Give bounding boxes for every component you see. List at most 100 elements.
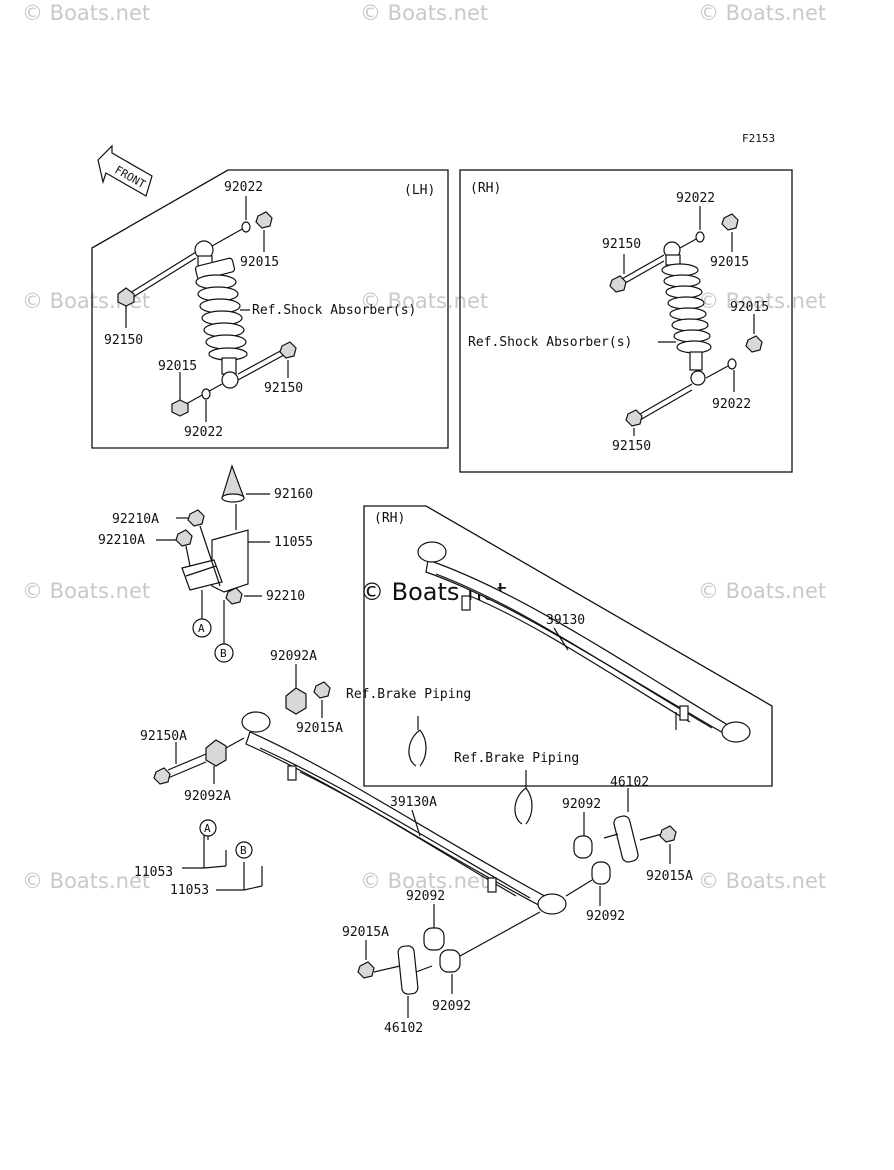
shock-absorber-lh xyxy=(194,240,248,389)
label-92015a: 92015A xyxy=(296,721,343,736)
washer-92022 xyxy=(727,358,737,370)
marker-a-label: A xyxy=(204,822,211,835)
label-92015: 92015 xyxy=(240,255,279,270)
rh-side-label: (RH) xyxy=(470,181,501,196)
nut-92015 xyxy=(721,213,739,231)
label-92015: 92015 xyxy=(158,359,197,374)
bolt-92150a xyxy=(153,753,207,785)
label-92210a: 92210A xyxy=(98,533,145,548)
rh-spring-panel: (RH) 39130 xyxy=(363,505,773,787)
shock-absorber-rh xyxy=(661,241,712,386)
label-92092a: 92092A xyxy=(184,789,231,804)
marker-a-label: A xyxy=(198,622,205,635)
nut-92210a xyxy=(187,509,205,527)
label-39130: 39130 xyxy=(546,613,585,628)
shock-spring-coils xyxy=(195,274,248,361)
label-92092: 92092 xyxy=(562,797,601,812)
lh-shock-panel: (LH) Ref.Shock Absorber(s) xyxy=(91,169,449,449)
label-92160: 92160 xyxy=(274,487,313,502)
rh-shock-panel: (RH) Ref.Shock Absorber(s) xyxy=(459,169,793,473)
watermark: © Boats.net xyxy=(360,869,488,893)
label-92015: 92015 xyxy=(710,255,749,270)
bushing-92092a xyxy=(285,687,307,715)
watermark: © Boats.net xyxy=(360,1,488,25)
marker-b-label: B xyxy=(240,844,247,857)
watermark: © Boats.net xyxy=(22,1,150,25)
front-arrow-icon: FRONT xyxy=(97,144,153,197)
rh-ref-shock-label: Ref.Shock Absorber(s) xyxy=(468,335,632,350)
nut-92210a xyxy=(175,529,193,547)
bump-stop-92160 xyxy=(221,464,245,499)
bolt-92150-lh-top xyxy=(117,251,197,307)
lh-side-label: (LH) xyxy=(404,183,435,198)
bushing-92092 xyxy=(591,861,611,885)
label-92150: 92150 xyxy=(612,439,651,454)
leaf-spring-39130a xyxy=(241,711,567,915)
watermark: © Boats.net xyxy=(360,289,488,313)
figure-code: F2153 xyxy=(742,132,775,145)
bushing-92092 xyxy=(423,927,445,951)
label-92022: 92022 xyxy=(712,397,751,412)
shock-spring-coils xyxy=(661,263,712,354)
watermark: © Boats.net xyxy=(698,579,826,603)
label-92015: 92015 xyxy=(730,300,769,315)
nut-92015 xyxy=(255,211,273,229)
label-92022: 92022 xyxy=(676,191,715,206)
label-92092: 92092 xyxy=(432,999,471,1014)
washer-92022 xyxy=(695,231,705,243)
label-92150a: 92150A xyxy=(140,729,187,744)
u-bolt-11053 xyxy=(243,862,263,891)
label-92015a: 92015A xyxy=(646,869,693,884)
bolt-92150-rh-bottom xyxy=(625,383,693,427)
rh-spring-side-label: (RH) xyxy=(374,511,405,526)
label-39130a: 39130A xyxy=(390,795,437,810)
marker-a xyxy=(192,618,212,638)
nut-92015 xyxy=(171,399,189,417)
nut-92015 xyxy=(745,335,763,353)
brake-piping-ref: Ref.Brake Piping xyxy=(454,751,579,766)
nut-92015a xyxy=(357,961,375,979)
bushing-92092 xyxy=(573,835,593,859)
label-92150: 92150 xyxy=(104,333,143,348)
label-92150: 92150 xyxy=(264,381,303,396)
label-92150: 92150 xyxy=(602,237,641,252)
bushing-92092a xyxy=(205,739,227,767)
lh-ref-shock-label: Ref.Shock Absorber(s) xyxy=(252,303,416,318)
bolt-92150-lh-bottom xyxy=(237,341,297,381)
watermark: © Boats.net xyxy=(698,869,826,893)
bracket-assembly: 92160 11055 92210A 92210A 92210 A B xyxy=(98,464,313,663)
nut-92015a xyxy=(313,681,331,699)
label-92092a: 92092A xyxy=(270,649,317,664)
brake-clip xyxy=(408,729,427,767)
marker-b xyxy=(235,841,253,859)
label-92210: 92210 xyxy=(266,589,305,604)
u-bolt-11053 xyxy=(203,834,227,869)
label-92022: 92022 xyxy=(184,425,223,440)
label-11053: 11053 xyxy=(134,865,173,880)
watermark: © Boats.net xyxy=(22,579,150,603)
brake-clip xyxy=(514,787,533,825)
label-92022: 92022 xyxy=(224,180,263,195)
watermark: © Boats.net xyxy=(698,1,826,25)
leaf-spring-39130 xyxy=(417,541,751,743)
shackle-46102 xyxy=(613,815,639,863)
nut-92210 xyxy=(225,587,243,605)
watermark: © Boats.net xyxy=(22,869,150,893)
label-92092: 92092 xyxy=(406,889,445,904)
marker-b-label: B xyxy=(220,647,227,660)
washer-92022 xyxy=(201,388,211,400)
watermark: © Boats.net xyxy=(698,289,826,313)
label-46102: 46102 xyxy=(384,1021,423,1036)
label-11055: 11055 xyxy=(274,535,313,550)
label-46102: 46102 xyxy=(610,775,649,790)
marker-a xyxy=(199,819,217,837)
label-92015a: 92015A xyxy=(342,925,389,940)
washer-92022 xyxy=(241,221,251,233)
marker-b xyxy=(214,643,234,663)
nut-92015a xyxy=(659,825,677,843)
bolt-92150-rh-top xyxy=(609,254,665,293)
bushing-92092 xyxy=(439,949,461,973)
brake-piping-ref: Ref.Brake Piping xyxy=(346,687,471,702)
